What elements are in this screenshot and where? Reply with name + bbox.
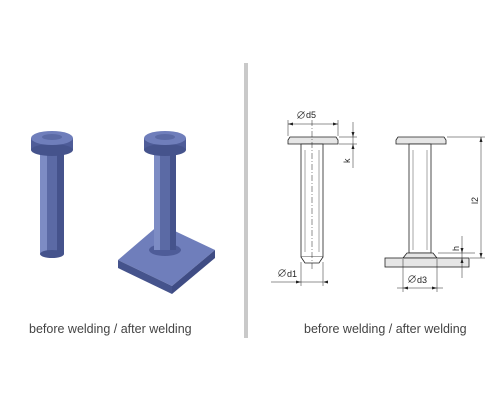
label-d5: d5: [306, 110, 316, 120]
label-d1: d1: [287, 269, 297, 279]
stud-shaft-shadow: [170, 150, 176, 250]
base-plate-left-side: [118, 260, 172, 294]
stud-head-bottom: [31, 144, 73, 156]
stud-head-outline: [395, 136, 447, 145]
right-caption: before welding / after welding: [304, 322, 467, 336]
stud-after-welding-drawing: [384, 136, 485, 292]
label-l2: l2: [470, 197, 480, 204]
stud-shaft-highlight: [154, 150, 160, 250]
base-plate-right-side: [172, 250, 215, 294]
stud-technical-drawing: d5 k d1 l2 h d3: [271, 110, 485, 292]
stud-3d-illustration: [31, 131, 215, 294]
stud-before-welding-3d: [31, 131, 73, 258]
label-k: k: [342, 158, 352, 163]
diameter-symbol-icon: [297, 111, 305, 119]
stud-shaft-end: [40, 250, 64, 258]
stud-shaft-outline: [408, 143, 432, 254]
stud-head-mark: [42, 134, 62, 140]
label-d3: d3: [417, 275, 427, 285]
stud-shaft-highlight: [40, 150, 47, 254]
stud-before-welding-drawing: [271, 120, 357, 286]
left-caption: before welding / after welding: [29, 322, 192, 336]
stud-3d-illustration-panel: before welding / after welding: [0, 0, 244, 400]
label-h: h: [451, 246, 461, 251]
base-plate-outline: [384, 257, 470, 268]
diameter-symbol-icon: [278, 269, 286, 277]
panel-divider: [244, 63, 248, 338]
stud-technical-drawing-panel: d5 k d1 l2 h d3 before welding / after w…: [249, 0, 500, 400]
stud-head-outline: [287, 136, 339, 145]
weld-collar-outline: [402, 252, 438, 259]
stud-shaft-shadow: [57, 150, 64, 254]
stud-head-mark: [155, 134, 175, 140]
stud-after-welding-3d: [118, 131, 215, 294]
stud-head-bottom: [144, 144, 186, 156]
diameter-symbol-icon: [408, 275, 416, 283]
